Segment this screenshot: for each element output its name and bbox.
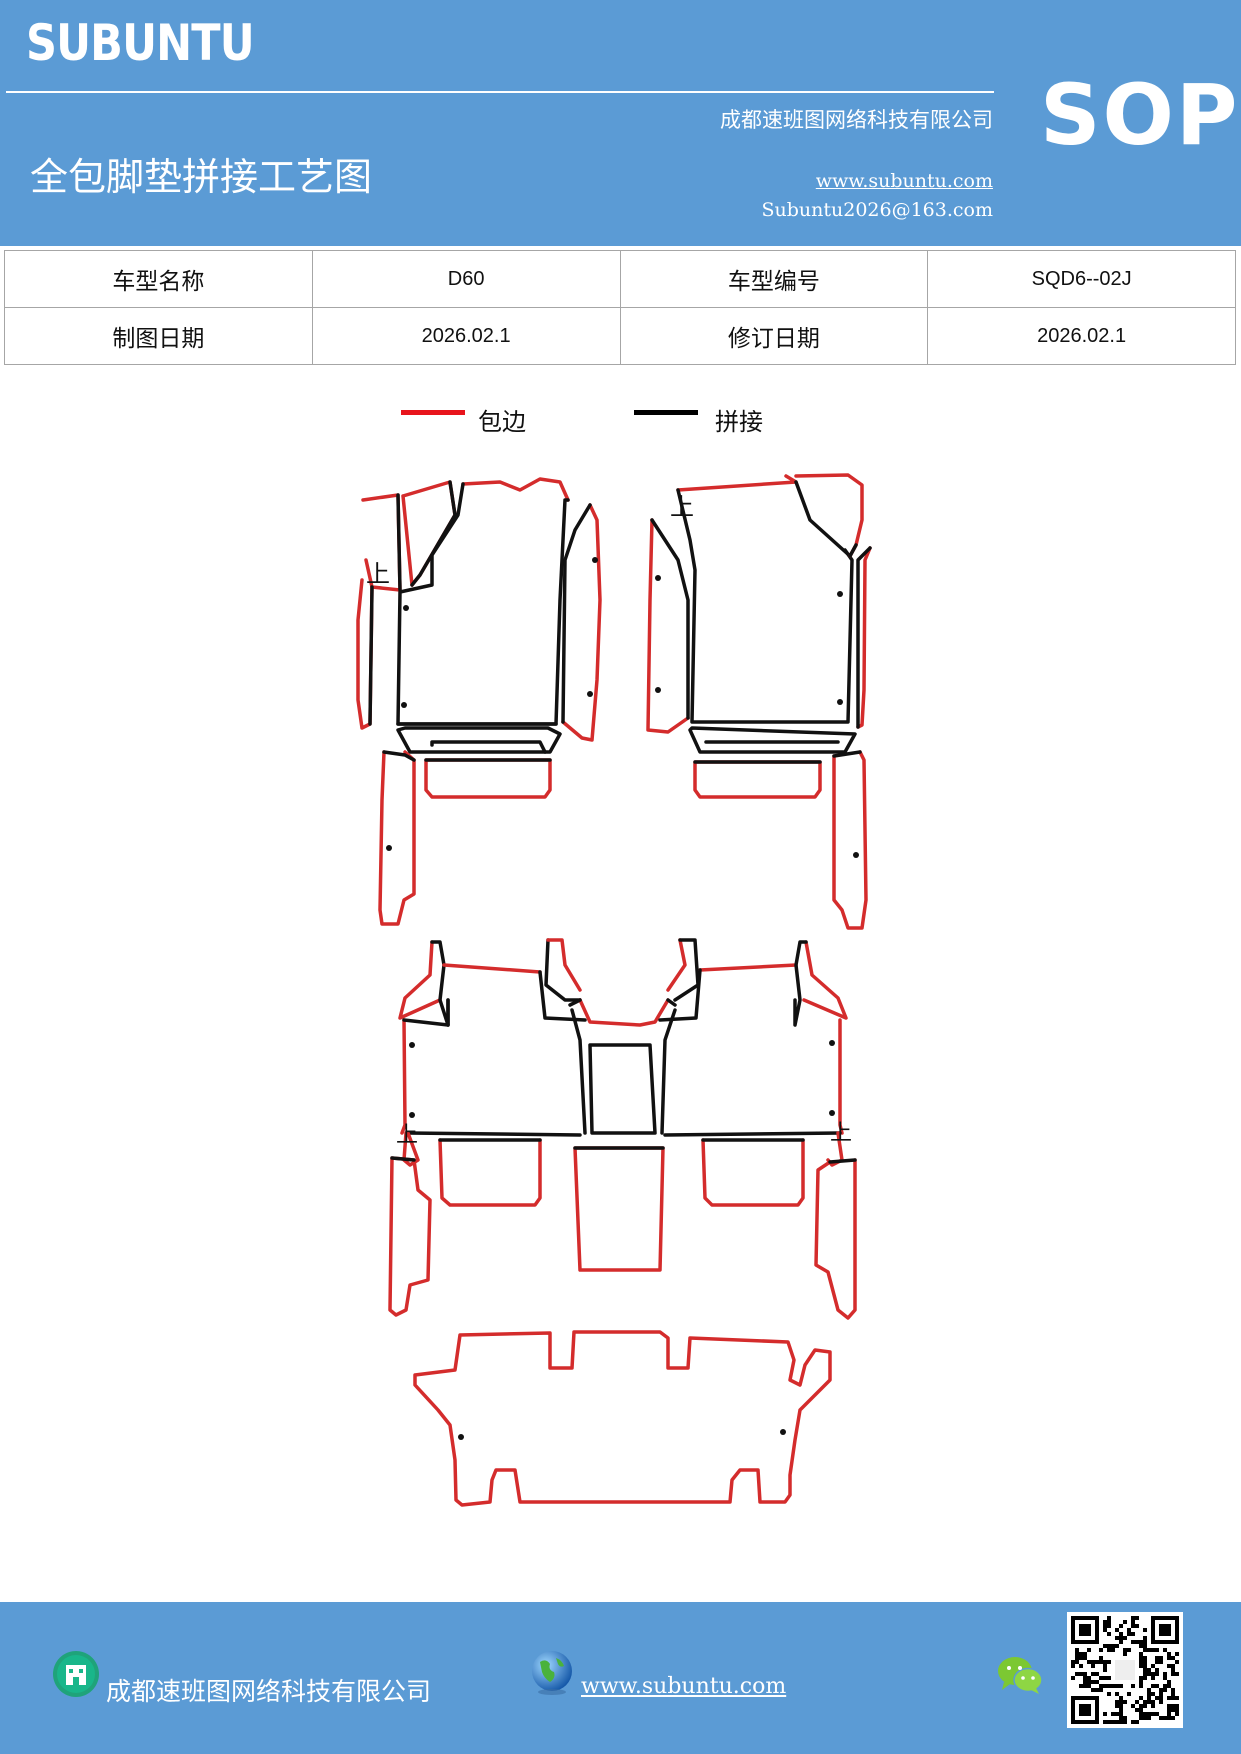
header-website-link[interactable]: www.subuntu.com bbox=[815, 170, 993, 192]
top-marker: 上 bbox=[830, 1121, 852, 1146]
cell-value: 2026.02.1 bbox=[927, 307, 1236, 365]
brand-logo: SUBUNTU bbox=[26, 14, 255, 72]
top-marker: 上 bbox=[396, 1123, 418, 1148]
cell-label: 车型名称 bbox=[4, 250, 313, 308]
legend-swatch-seam bbox=[634, 410, 698, 415]
legend-swatch-edge bbox=[401, 410, 465, 415]
page-title: 全包脚垫拼接工艺图 bbox=[30, 155, 373, 199]
top-marker: 上 bbox=[670, 493, 694, 521]
cell-label: 修订日期 bbox=[619, 307, 929, 365]
cell-value: D60 bbox=[311, 250, 621, 308]
qr-code-graphic bbox=[1071, 1616, 1179, 1724]
legend-label-seam: 拼接 bbox=[715, 408, 763, 436]
info-table: 车型名称 D60 车型编号 SQD6--02J 制图日期 2026.02.1 修… bbox=[4, 250, 1236, 365]
mat-piece bbox=[361, 493, 402, 592]
cell-value: SQD6--02J bbox=[927, 250, 1236, 308]
qr-code[interactable] bbox=[1067, 1612, 1183, 1728]
header-banner: SUBUNTU 成都速班图网络科技有限公司 全包脚垫拼接工艺图 www.subu… bbox=[0, 0, 1241, 246]
legend-label-edge: 包边 bbox=[478, 408, 526, 436]
building-icon bbox=[53, 1651, 99, 1697]
header-email: Subuntu2026@163.com bbox=[761, 199, 993, 221]
sop-badge: SOP bbox=[1040, 66, 1240, 164]
rear-mat bbox=[413, 1330, 832, 1507]
wechat-icon[interactable] bbox=[996, 1654, 1044, 1696]
cell-label: 制图日期 bbox=[4, 307, 313, 365]
globe-icon bbox=[532, 1651, 572, 1695]
cell-value: 2026.02.1 bbox=[311, 307, 621, 365]
top-marker: 上 bbox=[366, 560, 390, 588]
front-right-mat-group bbox=[646, 473, 872, 930]
header-company: 成都速班图网络科技有限公司 bbox=[720, 108, 993, 132]
table-row: 制图日期 2026.02.1 修订日期 2026.02.1 bbox=[4, 307, 1236, 365]
middle-mat-group bbox=[388, 938, 857, 1320]
header-divider bbox=[6, 91, 994, 93]
footer-company: 成都速班图网络科技有限公司 bbox=[106, 1677, 432, 1706]
front-left-mat-group bbox=[356, 477, 602, 926]
cell-label: 车型编号 bbox=[619, 250, 929, 308]
footer-website-link[interactable]: www.subuntu.com bbox=[581, 1674, 787, 1699]
table-row: 车型名称 D60 车型编号 SQD6--02J bbox=[4, 250, 1236, 308]
footer-banner: 成都速班图网络科技有限公司 www.subuntu.com bbox=[0, 1602, 1241, 1754]
